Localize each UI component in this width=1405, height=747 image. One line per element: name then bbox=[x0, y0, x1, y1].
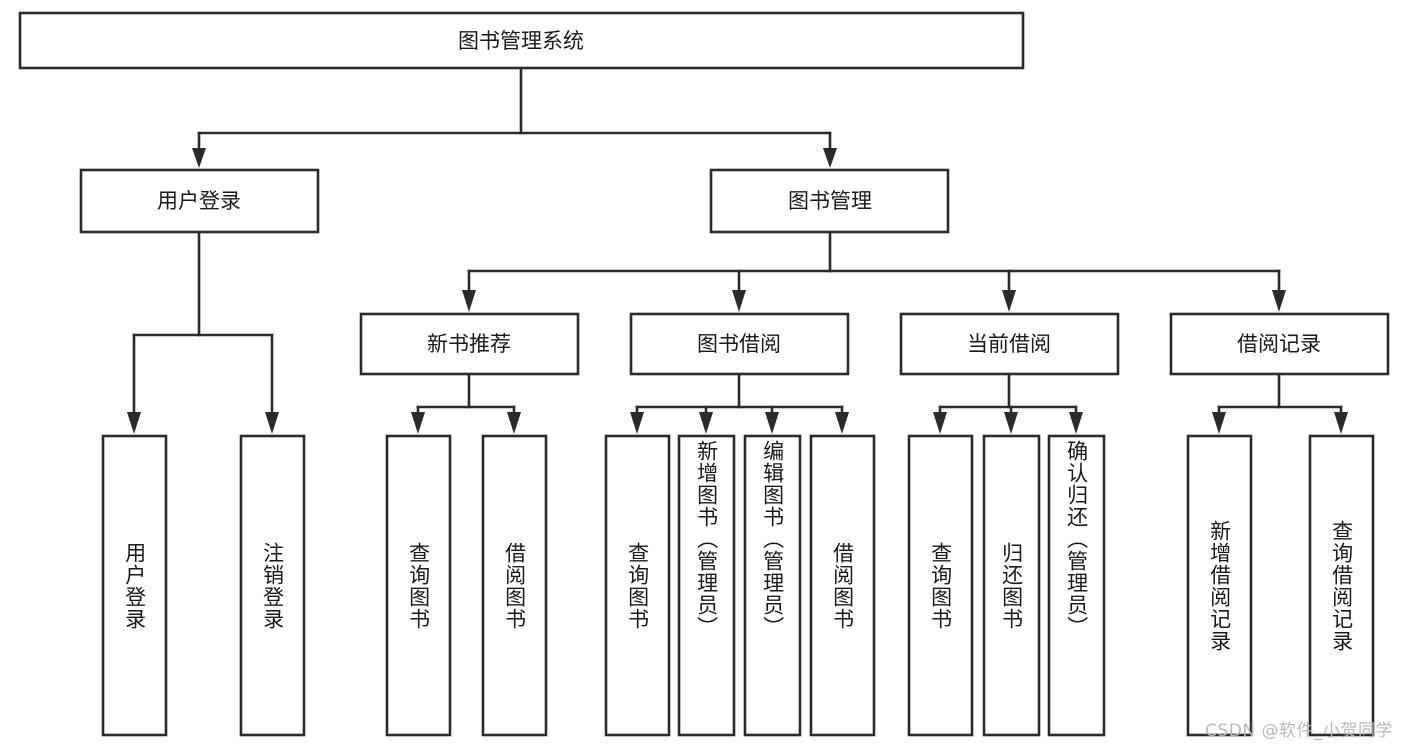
arrowhead-user-login-do bbox=[127, 412, 141, 434]
node-box-user-login[interactable] bbox=[79, 168, 320, 234]
arrowhead-cur-confirm-return bbox=[1069, 412, 1083, 434]
node-box-borrow-add-book[interactable] bbox=[677, 434, 736, 737]
node-box-borrow-edit-book[interactable] bbox=[743, 434, 802, 737]
arrowhead-cur-query-book bbox=[933, 412, 947, 434]
boxes-layer bbox=[18, 11, 1390, 737]
node-label-user-login: 用户登录 bbox=[157, 189, 241, 213]
arrowhead-rec-query-book bbox=[411, 412, 425, 434]
node-label-current-borrow: 当前借阅 bbox=[967, 332, 1051, 356]
node-box-cur-return-book[interactable] bbox=[982, 434, 1041, 737]
node-label-book-borrow: 图书借阅 bbox=[697, 332, 781, 356]
node-box-user-logout[interactable] bbox=[239, 434, 306, 737]
node-label-borrow-record: 借阅记录 bbox=[1237, 332, 1321, 356]
node-box-cur-query-book[interactable] bbox=[907, 434, 974, 737]
arrowhead-rec-query-record bbox=[1334, 412, 1348, 434]
node-box-borrow-borrow-book[interactable] bbox=[809, 434, 876, 737]
arrowhead-borrow-record bbox=[1272, 290, 1286, 312]
arrowhead-new-book-rec bbox=[462, 290, 476, 312]
arrowhead-user-login bbox=[192, 148, 206, 168]
labels-layer: 图书管理系统 用户登录 图书管理 新书推荐 图书借阅 当前借阅 借阅记录 bbox=[157, 29, 1321, 356]
node-box-cur-confirm-return[interactable] bbox=[1047, 434, 1106, 737]
node-box-rec-query-book[interactable] bbox=[385, 434, 452, 737]
arrowhead-cur-return-book bbox=[1004, 412, 1018, 434]
node-box-rec-query-record[interactable] bbox=[1308, 434, 1375, 737]
arrowhead-book-borrow bbox=[732, 290, 746, 312]
watermark-text: CSDN @软件_小贺同学 bbox=[1205, 721, 1393, 741]
node-box-rec-borrow-book[interactable] bbox=[481, 434, 548, 737]
node-box-rec-add-record[interactable] bbox=[1186, 434, 1253, 737]
node-label-new-book-rec: 新书推荐 bbox=[427, 332, 511, 356]
arrowhead-borrow-add-book bbox=[699, 412, 713, 434]
node-box-borrow-record[interactable] bbox=[1169, 312, 1390, 376]
connectors-layer bbox=[127, 66, 1348, 434]
node-box-current-borrow[interactable] bbox=[899, 312, 1120, 376]
node-box-new-book-rec[interactable] bbox=[359, 312, 580, 376]
node-label-book-manage: 图书管理 bbox=[788, 189, 872, 213]
arrowhead-current-borrow bbox=[1002, 290, 1016, 312]
arrowhead-book-manage bbox=[823, 148, 837, 168]
arrowhead-rec-borrow-book bbox=[507, 412, 521, 434]
node-label-root: 图书管理系统 bbox=[458, 29, 584, 53]
node-box-book-borrow[interactable] bbox=[629, 312, 850, 376]
node-box-user-login-do[interactable] bbox=[101, 434, 168, 737]
node-box-borrow-query-book[interactable] bbox=[604, 434, 671, 737]
arrowhead-user-logout bbox=[265, 412, 279, 434]
node-box-root[interactable] bbox=[18, 11, 1025, 70]
arrowhead-rec-add-record bbox=[1212, 412, 1226, 434]
arrowhead-borrow-query-book bbox=[630, 412, 644, 434]
node-box-book-manage[interactable] bbox=[709, 168, 950, 234]
arrowhead-borrow-borrow-book bbox=[835, 412, 849, 434]
arrowhead-borrow-edit-book bbox=[765, 412, 779, 434]
